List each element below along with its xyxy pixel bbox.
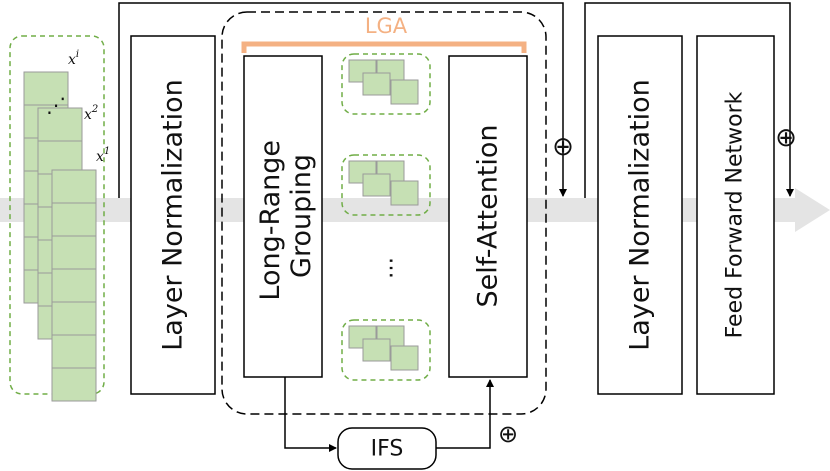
group-token (362, 72, 391, 96)
group-token (390, 79, 419, 105)
lga-module: LGA Long-Range Grouping … Self-Attention (221, 11, 547, 415)
token-group (341, 319, 431, 381)
feed-forward-block: Feed Forward Network (696, 35, 775, 395)
layer-norm-2-label: Layer Normalization (625, 79, 656, 351)
token-cell (51, 268, 97, 303)
layer-norm-1-label: Layer Normalization (158, 79, 189, 351)
ifs-path: IFS ⊕ (284, 377, 518, 470)
token-cell (51, 235, 97, 270)
token-label-1: x1 (96, 146, 110, 165)
residual-connection-1: ⊕ (118, 2, 574, 198)
token-cell (37, 107, 83, 142)
self-attention-block: Self-Attention (448, 55, 528, 378)
lga-brace (241, 41, 527, 53)
group-token (362, 173, 391, 197)
group-border (341, 154, 431, 216)
layer-norm-block-1: Layer Normalization (130, 35, 216, 395)
group-token (390, 180, 419, 206)
input-tokens-border (9, 35, 105, 395)
group-token (362, 338, 391, 362)
long-range-grouping-block: Long-Range Grouping (243, 55, 323, 378)
add-symbol-3: ⊕ (498, 420, 518, 448)
lga-label: LGA (365, 14, 408, 38)
token-group (341, 53, 431, 115)
ifs-label: IFS (371, 437, 404, 462)
token-cell (23, 71, 69, 106)
token-ellipsis: ⋰ (46, 93, 66, 117)
long-range-grouping-label: Long-Range Grouping (255, 131, 317, 300)
group-token (390, 345, 419, 371)
token-cell (51, 334, 97, 369)
groups-ellipsis: … (374, 257, 399, 279)
token-groups (341, 53, 431, 381)
self-attention-label: Self-Attention (473, 124, 504, 307)
add-symbol-1: ⊕ (552, 132, 574, 162)
token-cell (51, 367, 97, 402)
token-cell (51, 202, 97, 237)
add-symbol-2: ⊕ (775, 123, 797, 153)
token-cell (51, 301, 97, 336)
ifs-block (337, 427, 437, 470)
token-label-2: x2 (84, 104, 98, 123)
feed-forward-label: Feed Forward Network (723, 91, 748, 338)
token-cell (37, 140, 83, 175)
token-cell (51, 169, 97, 204)
input-tokens: ⋰ xi x2 x1 (9, 35, 110, 402)
group-border (341, 319, 431, 381)
residual-connection-2: ⊕ (584, 2, 797, 198)
token-group (341, 154, 431, 216)
token-label-i: xi (68, 49, 79, 68)
lga-dashed-border (221, 11, 547, 415)
layer-norm-block-2: Layer Normalization (597, 35, 683, 395)
group-border (341, 53, 431, 115)
